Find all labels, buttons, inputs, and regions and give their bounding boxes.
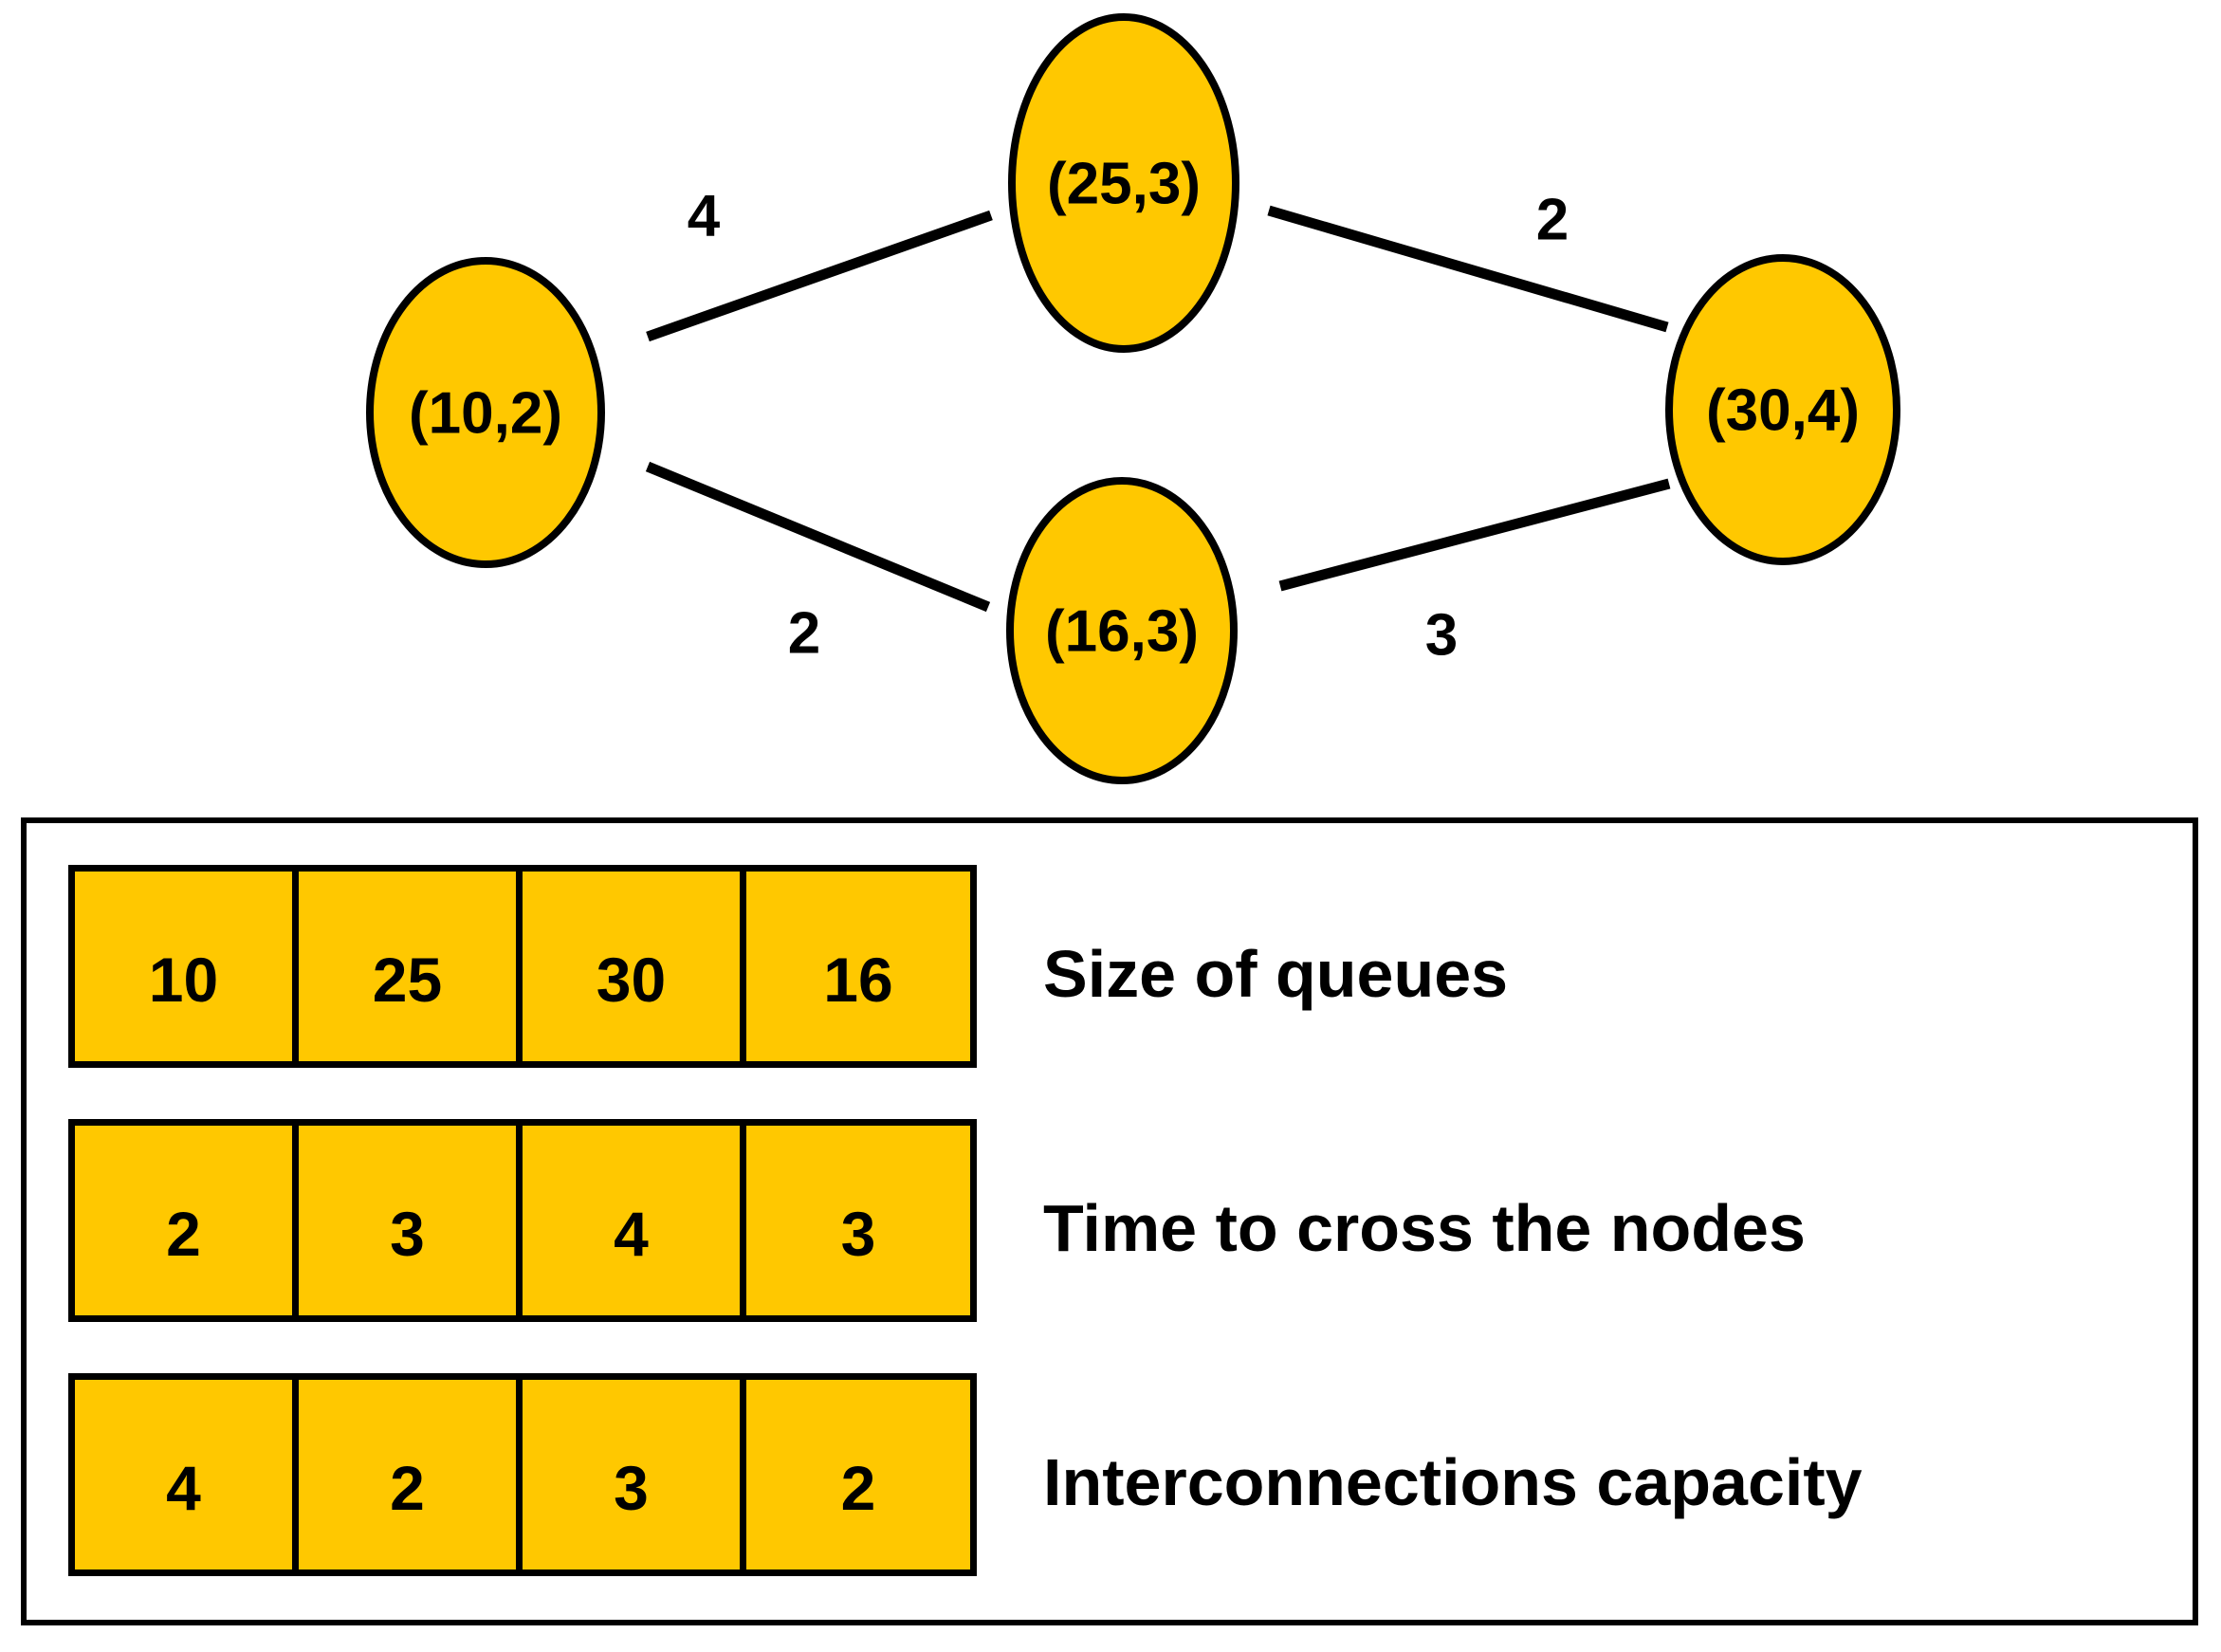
edge-weight-n1-n3: 2 [788, 600, 820, 666]
legend-cell-value: 10 [148, 945, 219, 1015]
legend-cell: 3 [523, 1380, 746, 1569]
legend-row-interconnections-capacity: 4 2 3 2 Interconnections capacity [68, 1373, 1863, 1576]
edge-group [645, 205, 1671, 613]
node-n1-shape[interactable] [366, 257, 605, 568]
legend-cells-size-of-queues: 10 25 30 16 [68, 865, 977, 1068]
node-n3-label: (16,3) [1045, 598, 1199, 664]
legend-cell: 3 [299, 1126, 523, 1315]
legend-cell-value: 2 [166, 1199, 201, 1269]
node-n4[interactable]: (30,4) [1665, 254, 1900, 565]
legend-cell-value: 4 [614, 1199, 649, 1269]
legend-cell-value: 2 [840, 1453, 876, 1523]
node-n2-label: (25,3) [1047, 151, 1201, 216]
edge-weight-n3-n4: 3 [1425, 602, 1458, 668]
legend-cell: 4 [523, 1126, 746, 1315]
edge-weight-group: 4 2 2 3 [688, 183, 1569, 668]
legend-row-label: Time to cross the nodes [1043, 1191, 1806, 1265]
legend-row-label: Size of queues [1043, 937, 1509, 1011]
node-group: (10,2) (25,3) (16,3) (30,4) [366, 13, 1900, 784]
node-n4-shape[interactable] [1665, 254, 1900, 565]
node-n4-label: (30,4) [1706, 377, 1860, 443]
legend-cell: 2 [299, 1380, 523, 1569]
legend-row-time-to-cross-the-nodes: 2 3 4 3 Time to cross the nodes [68, 1119, 1806, 1322]
legend-row-label: Interconnections capacity [1043, 1445, 1863, 1519]
edge-n1-n3 [645, 461, 991, 613]
legend-cell: 30 [523, 872, 746, 1061]
edge-n3-n4 [1278, 478, 1671, 592]
legend-panel: 10 25 30 16 Size of queues 2 [21, 817, 2198, 1625]
legend-row-size-of-queues: 10 25 30 16 Size of queues [68, 865, 1508, 1068]
legend-cell-value: 25 [372, 945, 443, 1015]
legend-cell-value: 3 [840, 1199, 876, 1269]
legend-cell: 3 [746, 1126, 970, 1315]
legend-cell-value: 30 [596, 945, 667, 1015]
edge-weight-n2-n4: 2 [1536, 187, 1569, 252]
legend-cell-value: 2 [390, 1453, 425, 1523]
legend-cell: 16 [746, 872, 970, 1061]
legend-cell: 25 [299, 872, 523, 1061]
node-n2[interactable]: (25,3) [1008, 13, 1239, 353]
node-n3[interactable]: (16,3) [1006, 477, 1238, 784]
legend-cell-value: 3 [390, 1199, 425, 1269]
legend-cell: 2 [746, 1380, 970, 1569]
legend-cell-value: 16 [823, 945, 893, 1015]
edge-weight-n1-n2: 4 [688, 183, 721, 248]
node-n1-label: (10,2) [409, 380, 562, 446]
legend-cell: 4 [75, 1380, 299, 1569]
node-n3-shape[interactable] [1006, 477, 1238, 784]
legend-cells-interconnections-capacity: 4 2 3 2 [68, 1373, 977, 1576]
legend-cell: 2 [75, 1126, 299, 1315]
node-n1[interactable]: (10,2) [366, 257, 605, 568]
legend-cells-time-to-cross-the-nodes: 2 3 4 3 [68, 1119, 977, 1322]
legend-cell-value: 3 [614, 1453, 649, 1523]
node-n2-shape[interactable] [1008, 13, 1239, 353]
network-graph: (10,2) (25,3) (16,3) (30,4) 4 2 2 3 [366, 13, 1900, 784]
edge-n2-n4 [1267, 205, 1669, 333]
legend-cell: 10 [75, 872, 299, 1061]
legend-cell-value: 4 [166, 1453, 201, 1523]
edge-n1-n2 [646, 210, 993, 342]
